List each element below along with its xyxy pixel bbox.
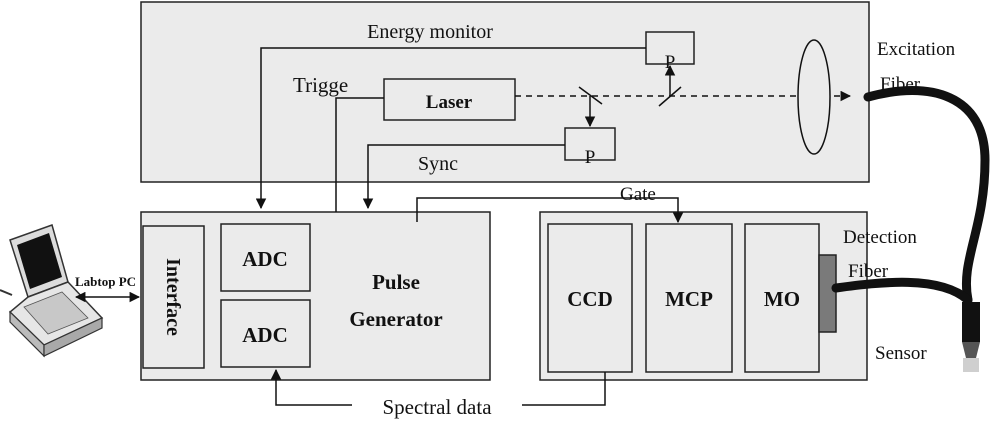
- mcp-box: [645, 223, 733, 373]
- sync-line: [362, 144, 565, 210]
- excitation-fiber: [863, 86, 990, 305]
- adc-box-1: [220, 223, 311, 292]
- spectral-data-label: Spectral data: [382, 395, 492, 419]
- excitation-fiber-label: Fiber: [880, 74, 921, 95]
- adc-label-1: ADC: [242, 247, 288, 271]
- photodetector-energy: [645, 31, 695, 65]
- sensor-glow: [963, 358, 979, 372]
- detection-fiber-label: Fiber: [848, 261, 889, 282]
- mo-box: [744, 223, 820, 373]
- photodetector-sync-label: P: [585, 147, 596, 168]
- spectral-data-line: [522, 372, 606, 406]
- beam-splitter-1: [578, 86, 603, 105]
- fiber-coupler: [818, 254, 837, 333]
- mcp-label: MCP: [665, 287, 713, 311]
- detection-label: Detection: [843, 227, 917, 248]
- gate-line: [416, 197, 684, 224]
- generator-label: Generator: [349, 307, 442, 331]
- sync-label: Sync: [418, 153, 458, 175]
- detection-fiber: [831, 277, 973, 305]
- laptop-label: Labtop PC: [75, 274, 136, 289]
- energy-monitor-label: Energy monitor: [367, 21, 493, 43]
- interface-box: [142, 225, 205, 369]
- energy-monitor-line: [255, 47, 646, 210]
- adc-label-2: ADC: [242, 323, 288, 347]
- beam-splitter-2: [658, 86, 682, 107]
- ccd-box: [547, 223, 633, 373]
- sensor-tip: [962, 342, 980, 358]
- sensor-label: Sensor: [875, 343, 927, 364]
- ccd-label: CCD: [567, 287, 613, 311]
- gate-label: Gate: [620, 184, 656, 205]
- trigger-label: Trigge: [293, 73, 348, 97]
- excitation-label: Excitation: [877, 39, 956, 60]
- focusing-lens: [797, 39, 831, 155]
- photodetector-sync: [564, 127, 616, 161]
- trigger-line: [335, 97, 384, 212]
- laser-label: Laser: [426, 92, 473, 113]
- spectral-data-line-left: [270, 368, 352, 406]
- laser-box: [383, 78, 516, 121]
- mo-label: MO: [764, 287, 800, 311]
- adc-box-2: [220, 299, 311, 368]
- sensor-probe: [962, 302, 980, 342]
- photodetector-energy-label: P: [665, 52, 676, 73]
- pulse-label: Pulse: [372, 270, 420, 294]
- laptop-icon: [0, 224, 104, 358]
- interface-label: Interface: [162, 258, 184, 336]
